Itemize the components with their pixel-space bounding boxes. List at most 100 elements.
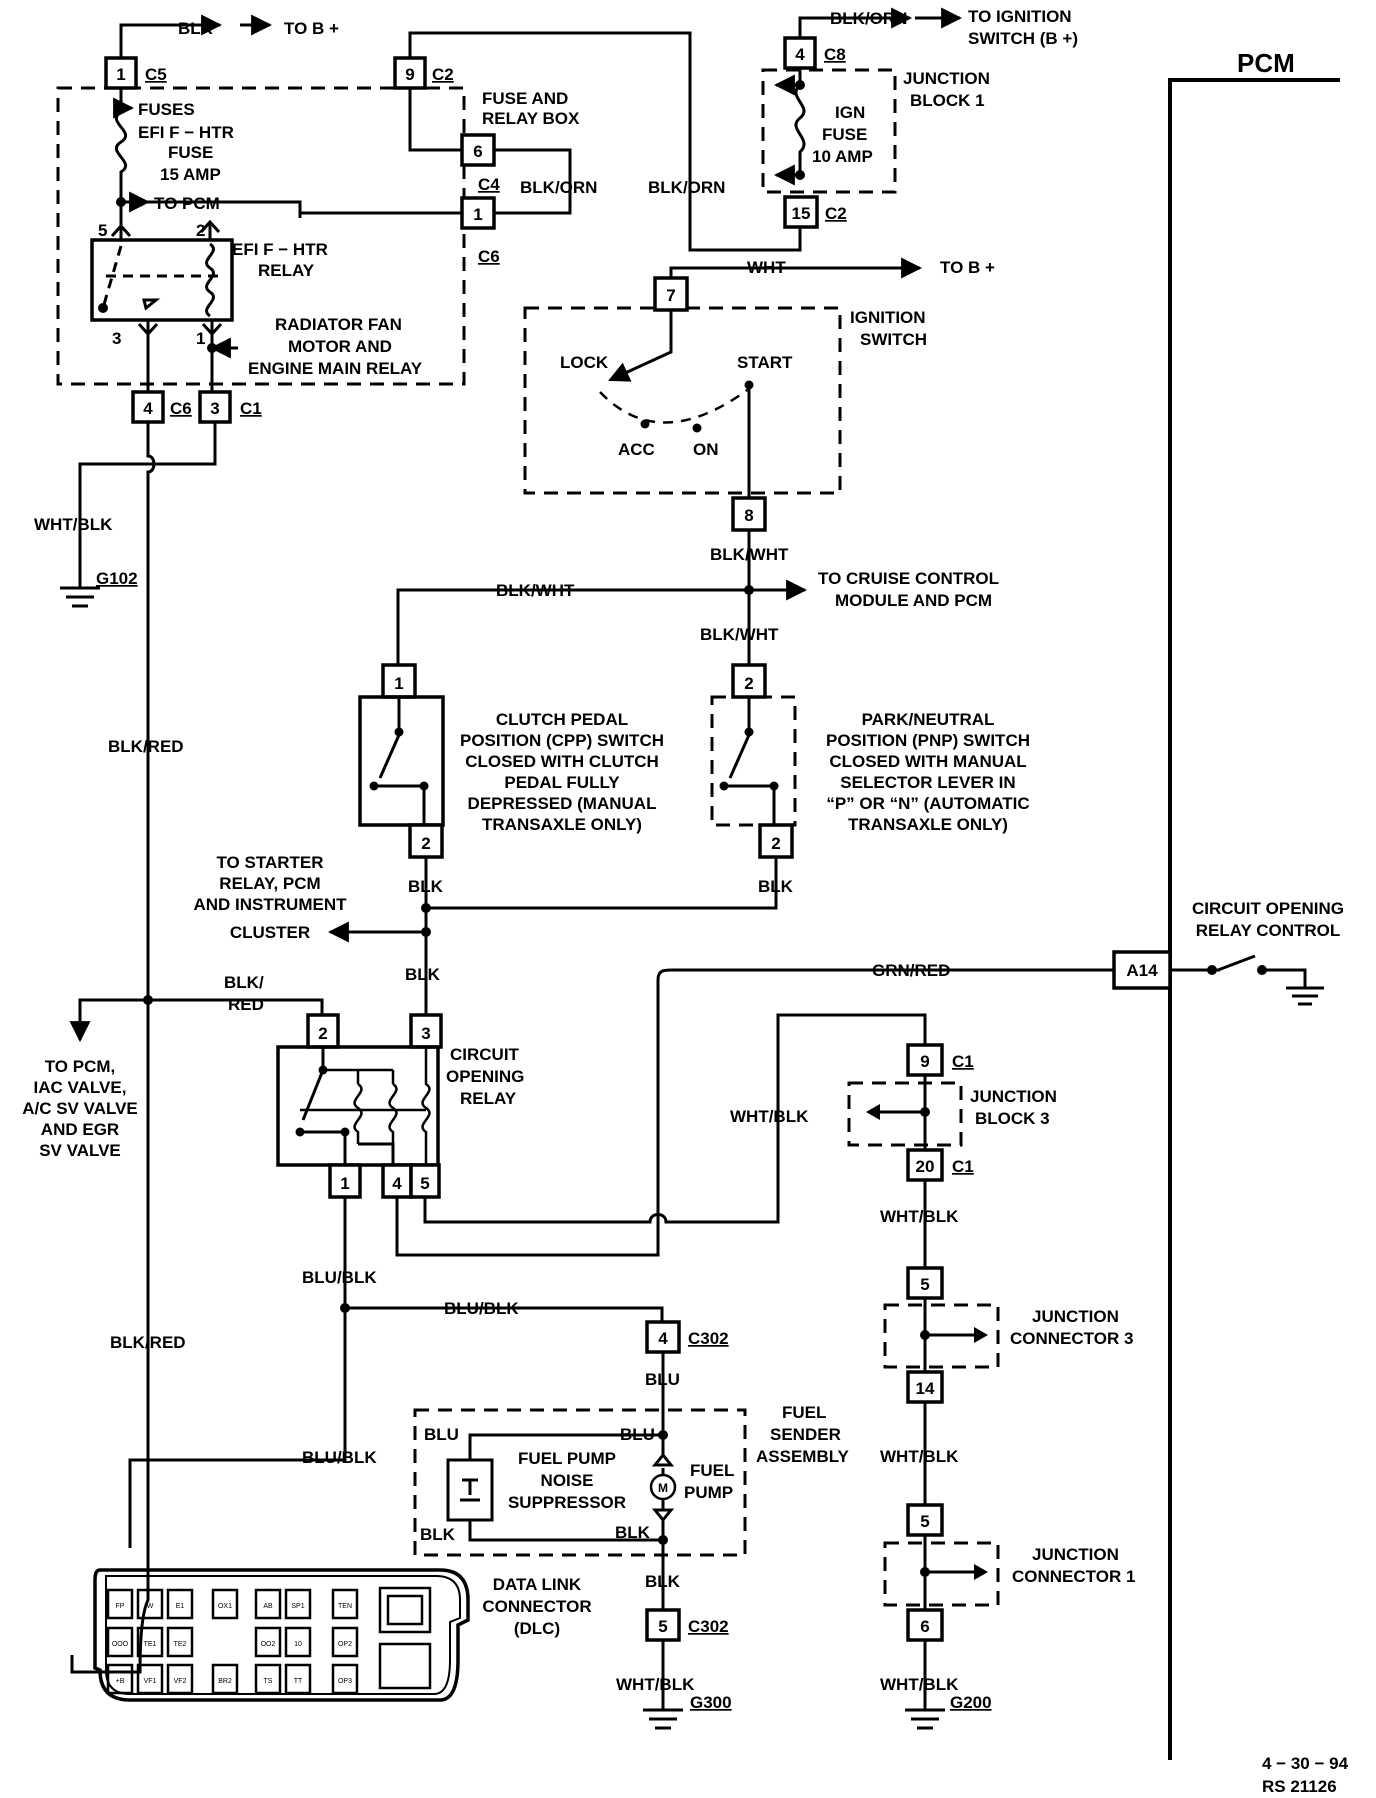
dlc-terminal-label: E1 xyxy=(176,1603,185,1610)
blk-right-label: BLK xyxy=(615,1523,651,1542)
cor-pin-3-label: 3 xyxy=(421,1024,430,1043)
c302-pin-4 xyxy=(645,1320,681,1354)
pnp-pin-2-bottom xyxy=(758,823,794,859)
blk-wht-b-label: BLK/WHT xyxy=(496,581,575,600)
efi-fuse-symbol xyxy=(114,110,128,202)
cpp-label-4: PEDAL FULLY xyxy=(504,773,620,792)
dlc-terminal xyxy=(284,1626,312,1658)
junction-column: 9 C1 JUNCTION BLOCK 3 20 C1 WHT/BLK 5 JU… xyxy=(847,1043,1135,1730)
jb3-c1a-label: C1 xyxy=(952,1052,974,1071)
dlc-terminal xyxy=(211,1663,239,1695)
c302b-label: C302 xyxy=(688,1617,729,1636)
ignition-title-2: SWITCH xyxy=(860,330,927,349)
jc1-pin-5-label: 5 xyxy=(920,1512,929,1531)
dlc-terminal-label: +B xyxy=(116,1678,125,1685)
connector-c6-lower-pin xyxy=(131,390,165,424)
dlc-terminal xyxy=(284,1663,312,1695)
cor-to-pcm-4: AND EGR xyxy=(41,1120,119,1139)
ign-fuse-symbol xyxy=(794,83,806,175)
dlc-terminal xyxy=(106,1663,134,1695)
jb3-title-1: JUNCTION xyxy=(970,1087,1057,1106)
dlc-terminal xyxy=(106,1626,134,1658)
dlc-terminal-label: AB xyxy=(263,1603,273,1610)
c2-label: C2 xyxy=(432,65,454,84)
blk-left-label: BLK xyxy=(420,1525,456,1544)
blk-wire-label: BLK xyxy=(178,19,214,38)
blk-orn-mid-label: BLK/ORN xyxy=(648,178,725,197)
efi-fuse-label-1: EFI F − HTR xyxy=(138,123,234,142)
c5-pin-label: 1 xyxy=(116,65,125,84)
dlc-terminal xyxy=(331,1588,359,1620)
c6b-pin-label: 4 xyxy=(143,399,153,418)
pump-label-1: FUEL xyxy=(690,1461,734,1480)
fuses-label: FUSES xyxy=(138,100,195,119)
cruise-label-1: TO CRUISE CONTROL xyxy=(818,569,999,588)
wht-blk-g300-label: WHT/BLK xyxy=(616,1675,695,1694)
to-ignition-label-2: SWITCH (B +) xyxy=(968,29,1078,48)
cpp-label-6: TRANSAXLE ONLY) xyxy=(482,815,642,834)
c1-pin-label: 3 xyxy=(210,399,219,418)
pnp-label-4: SELECTOR LEVER IN xyxy=(840,773,1015,792)
fuel-pump-section: BLU/BLK BLU/BLK BLU/BLK BLK/RED 4 C302 B… xyxy=(70,1000,850,1730)
blu-left-label: BLU xyxy=(424,1425,459,1444)
dlc-terminal-label: W xyxy=(147,1603,154,1610)
pcm-pin-a14-label: A14 xyxy=(1126,961,1158,980)
suppressor-label-3: SUPPRESSOR xyxy=(508,1493,626,1512)
cpp-label-3: CLOSED WITH CLUTCH xyxy=(465,752,659,771)
ignition-start-label: START xyxy=(737,353,793,372)
jb3-wht-blk-2-label: WHT/BLK xyxy=(880,1207,959,1226)
dlc-terminal xyxy=(136,1588,164,1620)
efi-fuse-label-3: 15 AMP xyxy=(160,165,221,184)
dlc-label-2: CONNECTOR xyxy=(482,1597,591,1616)
c1-label: C1 xyxy=(240,399,262,418)
ground-g102-symbol xyxy=(60,586,100,608)
blu-label: BLU xyxy=(645,1370,680,1389)
jc1-pin-6-label: 6 xyxy=(920,1617,929,1636)
dlc-terminal xyxy=(331,1626,359,1658)
pnp-label-2: POSITION (PNP) SWITCH xyxy=(826,731,1030,750)
pcm-control-label-2: RELAY CONTROL xyxy=(1196,921,1341,940)
blk-orn-top-label: BLK/ORN xyxy=(830,9,907,28)
ignition-pin-7 xyxy=(653,276,689,312)
dlc-terminal-label: 10 xyxy=(294,1641,302,1648)
cor-pin-1-label: 1 xyxy=(340,1174,349,1193)
dlc-terminal-label: TT xyxy=(294,1678,303,1685)
jc3-wht-blk-label: WHT/BLK xyxy=(880,1447,959,1466)
ignition-switch: 7 IGNITION SWITCH LOCK START ACC ON 8 BL… xyxy=(523,276,927,665)
fan-relay-label-2: MOTOR AND xyxy=(288,337,392,356)
ign-fuse-label-3: 10 AMP xyxy=(812,147,873,166)
cor-to-pcm-5: SV VALVE xyxy=(39,1141,121,1160)
dlc-terminal-label: FP xyxy=(116,1603,125,1610)
cor-pin-4-label: 4 xyxy=(392,1174,402,1193)
c302-pin-5-label: 5 xyxy=(658,1617,667,1636)
c6-pin-label: 1 xyxy=(473,205,482,224)
efi-relay-label-2: RELAY xyxy=(258,261,315,280)
blk-b-label: BLK xyxy=(758,877,794,896)
dlc-terminal xyxy=(166,1626,194,1658)
fsa-label-2: SENDER xyxy=(770,1425,841,1444)
suppressor-label-2: NOISE xyxy=(541,1471,594,1490)
fuel-sender-outline xyxy=(413,1408,747,1557)
starter-label-1: TO STARTER xyxy=(216,853,323,872)
to-b-plus-2-label: TO B + xyxy=(940,258,995,277)
c302-pin-4-label: 4 xyxy=(658,1329,668,1348)
jb3-outline xyxy=(847,1081,963,1147)
ignition-title-1: IGNITION xyxy=(850,308,926,327)
pnp-label-1: PARK/NEUTRAL xyxy=(862,710,995,729)
ignition-acc-label: ACC xyxy=(618,440,655,459)
c8-pin-label: 4 xyxy=(795,45,805,64)
blu-blk-c-label: BLU/BLK xyxy=(302,1448,377,1467)
dlc-ig-terminal xyxy=(378,1586,432,1634)
dlc-terminal xyxy=(331,1663,359,1695)
dlc-terminal xyxy=(106,1588,134,1620)
cor-to-pcm-3: A/C SV VALVE xyxy=(22,1099,138,1118)
starter-label-2: RELAY, PCM xyxy=(219,874,320,893)
jc3-title-2: CONNECTOR 3 xyxy=(1010,1329,1133,1348)
jb3-wht-blk-label: WHT/BLK xyxy=(730,1107,809,1126)
cor-title-2: OPENING xyxy=(446,1067,524,1086)
cpp-switch-body xyxy=(358,695,445,827)
cor-pin-5 xyxy=(409,1163,441,1199)
blk-wht-c-label: BLK/WHT xyxy=(700,625,779,644)
